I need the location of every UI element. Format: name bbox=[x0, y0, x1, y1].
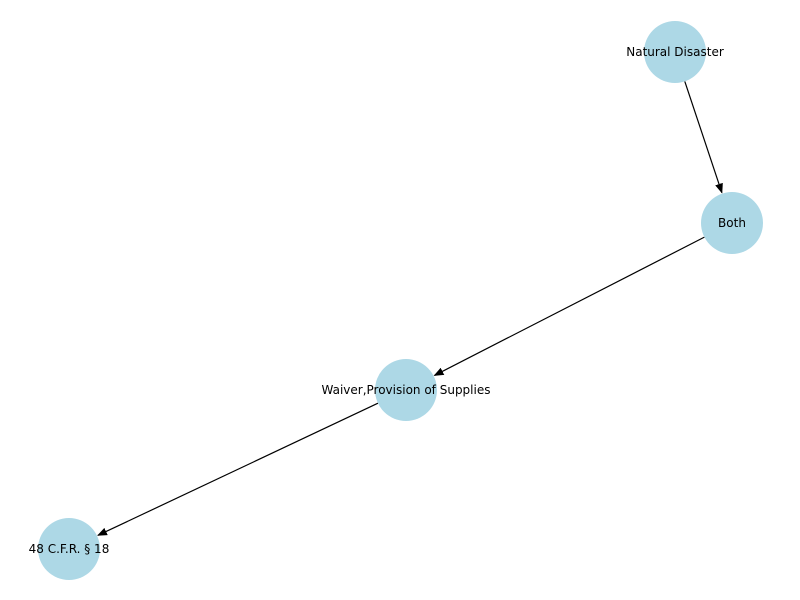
node-circle bbox=[375, 359, 437, 421]
node-circle bbox=[644, 21, 706, 83]
edges-layer bbox=[97, 81, 723, 536]
node-label: Both bbox=[718, 216, 746, 230]
node-circle bbox=[38, 518, 100, 580]
graph-node: 48 C.F.R. § 18 bbox=[29, 518, 110, 580]
edge-n1-to-n2 bbox=[684, 81, 723, 194]
edge-n2-to-n3 bbox=[433, 236, 705, 376]
node-circle bbox=[701, 192, 763, 254]
graph-node: Natural Disaster bbox=[626, 21, 724, 83]
node-label: Natural Disaster bbox=[626, 45, 724, 59]
edge-n3-to-n4 bbox=[97, 402, 379, 536]
graph-node: Both bbox=[701, 192, 763, 254]
node-label: 48 C.F.R. § 18 bbox=[29, 542, 110, 556]
graph-node: Waiver,Provision of Supplies bbox=[322, 359, 491, 421]
node-label: Waiver,Provision of Supplies bbox=[322, 383, 491, 397]
